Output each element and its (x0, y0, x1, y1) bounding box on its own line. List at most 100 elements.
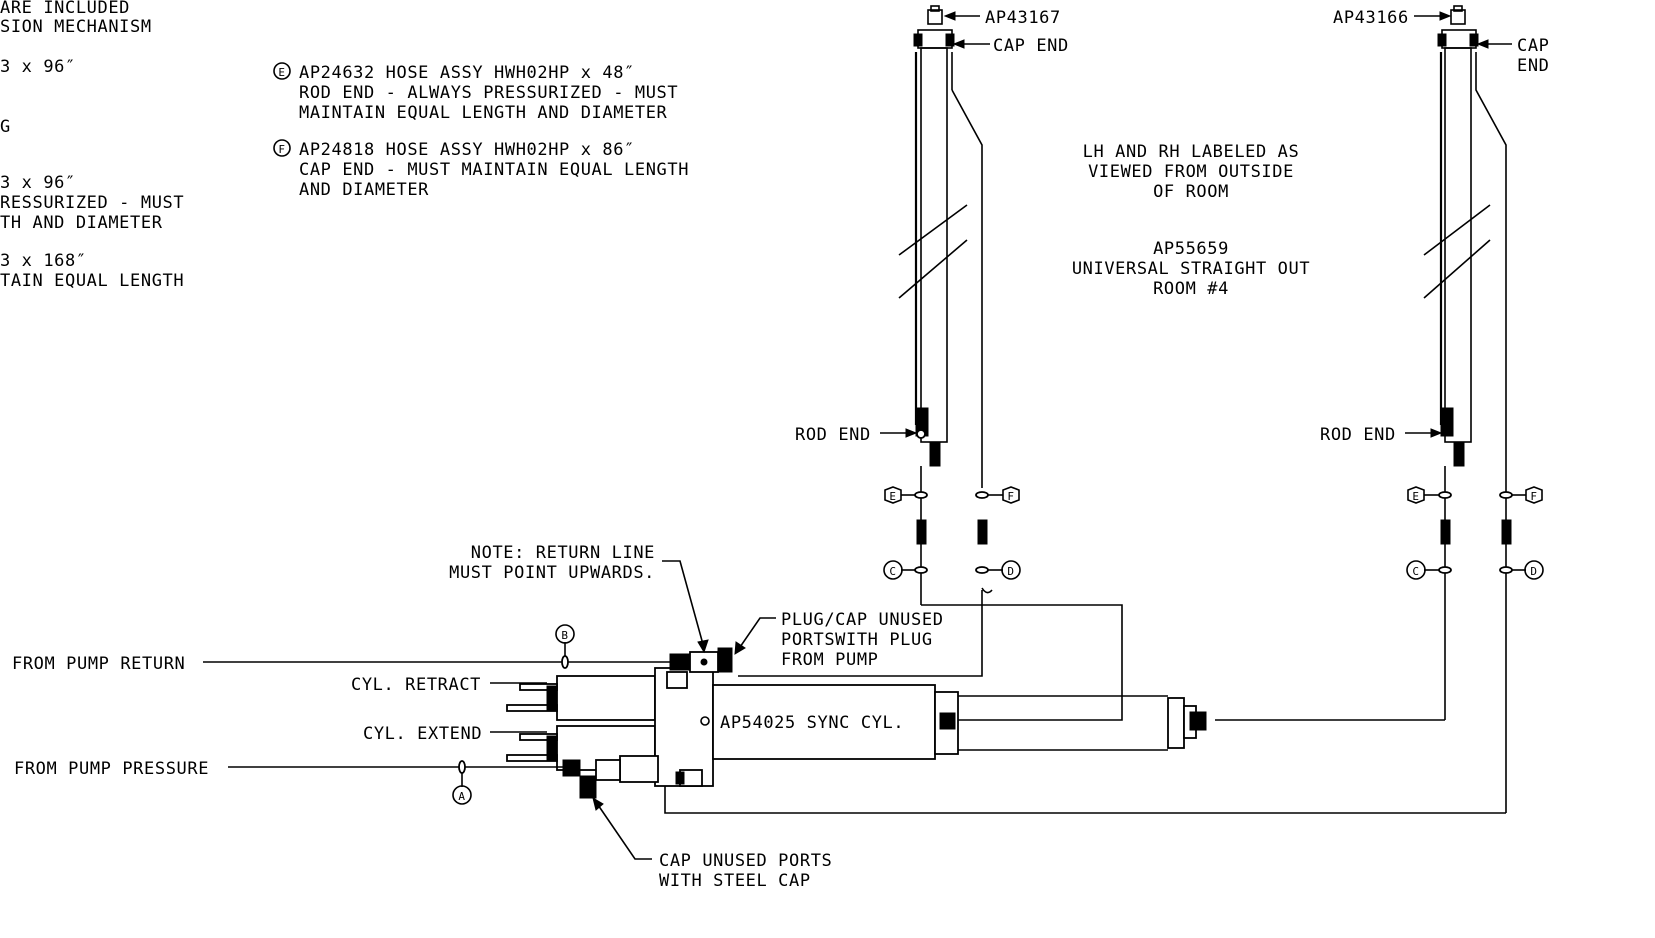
cap-end-hose (1475, 52, 1507, 813)
left-note-line: 3 x 168″ (0, 251, 87, 271)
sync-cylinder-body (712, 684, 936, 760)
arrowhead (1439, 11, 1452, 21)
left-note-line: 3 x 96″ (0, 57, 76, 77)
marker-circle (273, 139, 291, 157)
hose-joint (1438, 566, 1452, 574)
plug-note-line: FROM PUMP (781, 650, 879, 670)
hose-right-cap (664, 760, 1506, 814)
right-cap-label: END (1517, 56, 1550, 76)
hose-joint (975, 491, 989, 499)
hose-joint (914, 491, 928, 499)
cap-clamp (1437, 33, 1447, 47)
hose-note-e: E AP24632 HOSE ASSY HWH02HP x 48″ ROD EN… (273, 62, 678, 123)
cap-note-line: CAP UNUSED PORTS (659, 851, 832, 871)
sync-cylinder-label: AP54025 SYNC CYL. (720, 713, 904, 733)
marker-circle (883, 560, 903, 580)
left-note-line: ARE INCLUDED (0, 0, 130, 18)
hose-note-f: F AP24818 HOSE ASSY HWH02HP x 86″ CAP EN… (273, 139, 689, 200)
orientation-line: OF ROOM (1153, 182, 1229, 202)
hose-routing (664, 587, 1506, 814)
left-note-line: 3 x 96″ (0, 173, 76, 193)
marker-circle (1524, 560, 1544, 580)
marker-circle (452, 785, 472, 805)
coupler (977, 519, 988, 545)
coupler (1440, 519, 1451, 545)
hose-note-line: AP24818 HOSE ASSY HWH02HP x 86″ (299, 140, 635, 160)
marker-letter: C (1412, 565, 1419, 578)
bottom-elbow-nut (675, 771, 685, 785)
left-cylinder: AP43167 CAP END ROD END E F C D (795, 5, 1069, 605)
from-pump-pressure-label: FROM PUMP PRESSURE (14, 759, 209, 779)
cap-note-line: WITH STEEL CAP (659, 871, 811, 891)
arrowhead (952, 39, 965, 49)
orientation-line: LH AND RH LABELED AS (1083, 142, 1300, 162)
arrowhead (697, 639, 709, 654)
top-fitting-cap (930, 5, 940, 12)
cap-fitting (562, 759, 581, 777)
room-line: AP55659 (1153, 239, 1229, 259)
valve-coil (546, 735, 558, 761)
cylinder-barrel (1444, 47, 1472, 443)
marker-letter: F (1007, 490, 1014, 503)
marker-letter: F (278, 143, 285, 156)
marker-letter: D (1007, 565, 1014, 578)
hose-note-line: MAINTAIN EQUAL LENGTH AND DIAMETER (299, 103, 668, 123)
cylinder-barrel (920, 47, 948, 443)
marker-circle (273, 62, 291, 80)
marker-hex (1407, 486, 1425, 504)
marker-letter: F (1530, 490, 1537, 503)
break-line (1423, 204, 1491, 256)
marker-circle (1001, 560, 1021, 580)
top-fitting (927, 9, 943, 25)
manifold-assembly: AP54025 SYNC CYL. FROM PUMP RETURN B FRO… (12, 543, 1207, 891)
left-note-line: SION MECHANISM (0, 17, 152, 37)
plug-fitting (717, 647, 733, 673)
hose-note-line: AND DIAMETER (299, 180, 429, 200)
marker-letter: D (1530, 565, 1537, 578)
right-rod-end-label: ROD END (1320, 425, 1396, 445)
rod-port (916, 429, 926, 439)
hose-note-line: CAP END - MUST MAINTAIN EQUAL LENGTH (299, 160, 689, 180)
marker-hex (1002, 486, 1020, 504)
rod-thread (1453, 441, 1465, 467)
marker-letter: B (561, 629, 568, 642)
cap-end-hose (951, 89, 983, 488)
hose-note-line: ROD END - ALWAYS PRESSURIZED - MUST (299, 83, 678, 103)
hose-rod-to-sync (921, 604, 1123, 721)
sync-rod-fitting (1189, 711, 1207, 731)
valve-coil (546, 685, 558, 711)
left-cap-end-label: CAP END (993, 36, 1069, 56)
arrowhead (734, 641, 746, 655)
break-line (898, 204, 968, 256)
arrowhead (943, 11, 956, 21)
sync-fitting (939, 712, 956, 730)
cap-fitting (579, 775, 597, 799)
marker-letter: E (278, 66, 285, 79)
cyl-extend-label: CYL. EXTEND (363, 724, 482, 744)
left-rod-end-label: ROD END (795, 425, 871, 445)
plug-note-leader (737, 617, 776, 651)
room-note: AP55659 UNIVERSAL STRAIGHT OUT ROOM #4 (1072, 239, 1310, 299)
marker-letter: A (458, 790, 465, 803)
right-cylinder: AP43166 CAP END ROD END E F C D (1320, 5, 1550, 813)
marker-letter: E (1412, 490, 1419, 503)
coupler (916, 519, 927, 545)
return-note-leader (662, 560, 705, 649)
top-fitting-cap (1453, 5, 1463, 12)
pressure-fitting (595, 759, 621, 781)
arrowhead (1430, 428, 1443, 438)
left-note-line: G (0, 117, 11, 137)
arrowhead (1476, 39, 1489, 49)
hose-joint (1499, 566, 1513, 574)
arrowhead (905, 428, 918, 438)
fitting-dot (700, 658, 708, 666)
marker-circle (555, 624, 575, 644)
plug-note-line: PORTSWITH PLUG (781, 630, 933, 650)
right-cap-label: CAP (1517, 36, 1550, 56)
marker-circle (1406, 560, 1426, 580)
cyl-retract-label: CYL. RETRACT (351, 675, 481, 695)
sync-port (700, 716, 710, 726)
cap-clamp (945, 33, 955, 47)
left-note-line: TH AND DIAMETER (0, 213, 163, 233)
